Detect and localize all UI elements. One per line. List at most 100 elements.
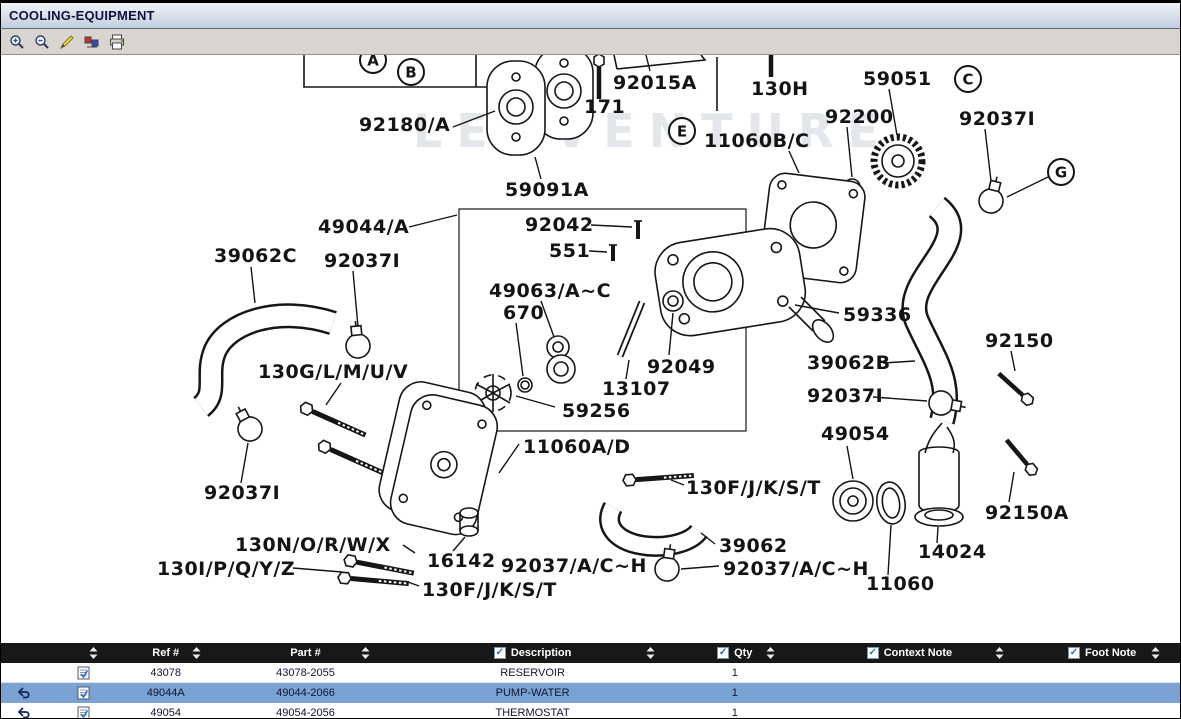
part-label-92049[interactable]: 92049 [647,356,716,378]
part-label-670[interactable]: 670 [503,302,544,324]
sort-icon[interactable] [192,647,201,659]
part-label-59336[interactable]: 59336 [843,304,912,326]
part-label-92037-a-c-h[interactable]: 92037/A/C~H [723,558,869,580]
part-label-92037i[interactable]: 92037I [807,385,883,407]
column-header-qty[interactable]: ✓Qty [675,643,795,663]
part-label-92037i[interactable]: 92037I [204,482,280,504]
callout-c[interactable]: C [955,66,981,92]
part-label-92037i[interactable]: 92037I [324,250,400,272]
part-label-11060b-c[interactable]: 11060B/C [704,130,809,152]
column-header-icons[interactable] [1,643,111,663]
part-bolt-130g [298,401,367,440]
part-label-14024[interactable]: 14024 [918,541,987,563]
parts-table: Ref #Part # ✓ Description ✓Qty✓Context Note… [1,643,1180,719]
part-label-92042[interactable]: 92042 [525,214,594,236]
sort-icon[interactable] [361,647,370,659]
callout-g[interactable]: G [1048,159,1074,185]
part-label-49054[interactable]: 49054 [821,423,890,445]
part-label-11060[interactable]: 11060 [866,573,935,595]
zoom-out-icon [34,34,50,50]
part-label-16142[interactable]: 16142 [427,550,496,572]
return-arrow-icon[interactable] [17,687,33,699]
page-title: COOLING-EQUIPMENT [9,8,155,23]
highlight-parts-button[interactable] [82,32,102,52]
callout-e[interactable]: E [669,118,695,144]
column-header-description[interactable]: ✓ Description [390,643,675,663]
return-arrow-icon[interactable] [17,707,33,719]
part-label-171[interactable]: 171 [584,96,625,118]
table-row-43078[interactable]: 4307843078-2055RESERVOIR1 [1,663,1180,683]
cell-part: 43078-2055 [221,663,391,682]
cell-ref: 49054 [111,703,221,719]
table-row-49054[interactable]: 4905449054-2056THERMOSTAT1 [1,703,1180,719]
print-icon [109,34,125,50]
part-label-130h[interactable]: 130H [751,78,809,100]
cell-context_note [795,663,1025,682]
sort-icon[interactable] [766,647,775,659]
part-label-49044-a[interactable]: 49044/A [318,216,409,238]
titlebar: COOLING-EQUIPMENT [1,1,1180,29]
column-checkbox-foot_note[interactable]: ✓ [1068,647,1080,659]
watermark: LEOVENTURE [413,104,893,158]
cell-foot_note [1024,703,1180,719]
parts-diagram[interactable]: LEOVENTURE [1,55,1180,643]
part-label-92150[interactable]: 92150 [985,330,1054,352]
part-label-39062[interactable]: 39062 [719,535,788,557]
sort-icon[interactable] [646,647,655,659]
callout-b[interactable]: B [398,59,424,85]
part-label-551[interactable]: 551 [549,240,590,262]
pencil-button[interactable] [57,32,77,52]
document-check-icon[interactable] [77,666,90,680]
diagram-area: LEOVENTURE [1,55,1180,643]
column-header-context_note[interactable]: ✓Context Note [795,643,1025,663]
column-checkbox-qty[interactable]: ✓ [717,647,729,659]
print-button[interactable] [107,32,127,52]
zoom-in-button[interactable] [7,32,27,52]
cell-description: RESERVOIR [390,663,675,682]
column-label-description: Description [511,647,572,659]
part-label-92037i[interactable]: 92037I [959,108,1035,130]
document-check-icon[interactable] [77,686,90,700]
part-label-39062b[interactable]: 39062B [807,352,891,374]
document-check-icon[interactable] [77,706,90,719]
column-header-ref[interactable]: Ref # [111,643,221,663]
sort-icon[interactable] [995,647,1004,659]
zoom-out-button[interactable] [32,32,52,52]
callout-a[interactable]: A [360,55,386,73]
column-checkbox-description[interactable]: ✓ [494,647,506,659]
part-label-130i-p-q-y-z[interactable]: 130I/P/Q/Y/Z [157,558,295,580]
pencil-icon [59,34,75,50]
table-row-49044a[interactable]: 49044A49044-2066PUMP-WATER1 [1,683,1180,703]
part-label-130n-o-r-w-x[interactable]: 130N/O/R/W/X [235,534,391,556]
svg-text:B: B [405,64,416,82]
column-header-foot_note[interactable]: ✓Foot Note [1024,643,1180,663]
part-label-92015a[interactable]: 92015A [613,72,697,94]
part-hose-right [914,207,949,421]
part-clamp-bottom-left [228,401,267,445]
part-label-13107[interactable]: 13107 [602,378,671,400]
part-label-92200[interactable]: 92200 [825,106,894,128]
part-label-92037-a-c-h[interactable]: 92037/A/C~H [501,555,647,577]
sort-icon[interactable] [89,647,98,659]
part-label-130f-j-k-s-t[interactable]: 130F/J/K/S/T [422,579,557,601]
part-label-11060a-d[interactable]: 11060A/D [523,436,631,458]
part-label-130f-j-k-s-t[interactable]: 130F/J/K/S/T [686,477,821,499]
cell-part: 49044-2066 [221,683,391,702]
sort-icon[interactable] [1151,647,1160,659]
part-bolt-130f-bottom [338,572,410,589]
part-label-92150a[interactable]: 92150A [985,502,1069,524]
column-checkbox-context_note[interactable]: ✓ [867,647,879,659]
part-pin-92042 [634,221,642,239]
part-label-59256[interactable]: 59256 [562,400,631,422]
toolbar [1,29,1180,55]
column-header-part[interactable]: Part # [221,643,391,663]
part-label-92180-a[interactable]: 92180/A [359,114,450,136]
part-label-49063-a-c[interactable]: 49063/A~C [489,280,611,302]
cell-qty: 1 [675,683,795,702]
part-label-59051[interactable]: 59051 [863,68,932,90]
part-label-59091a[interactable]: 59091A [505,179,589,201]
part-label-39062c[interactable]: 39062C [214,245,297,267]
svg-text:G: G [1055,164,1067,182]
part-label-130g-l-m-u-v[interactable]: 130G/L/M/U/V [258,361,408,383]
